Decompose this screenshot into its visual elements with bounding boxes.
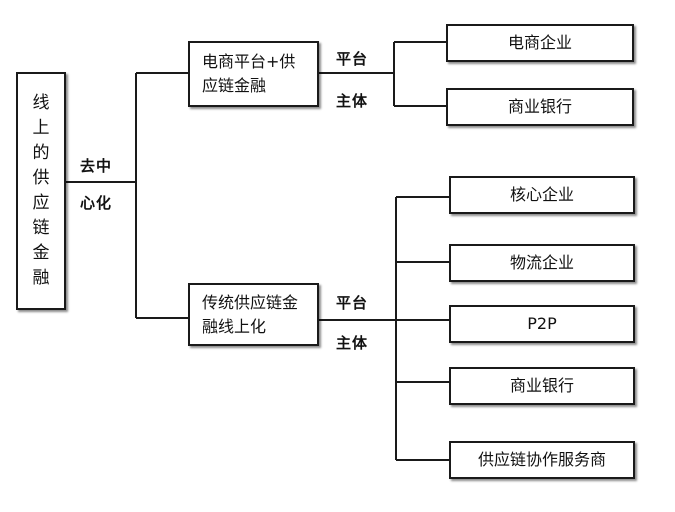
platform-model-node: 电商平台+供 应链金融 — [188, 41, 319, 107]
participant-label: 电商企业 — [507, 33, 572, 52]
participant-label: 核心企业 — [509, 185, 574, 204]
root-node: 线 上 的 供 应 链 金 融 — [16, 72, 66, 310]
branch-label-line1: 去中 — [80, 157, 113, 175]
participant-box: 商业银行 — [449, 367, 635, 405]
root-char: 的 — [32, 143, 50, 163]
root-char: 金 — [32, 243, 50, 263]
root-char: 供 — [32, 168, 50, 188]
traditional-model-title-line1: 传统供应链金 — [202, 292, 299, 312]
participant-box: 供应链协作服务商 — [449, 441, 635, 479]
participant-box: 物流企业 — [449, 244, 635, 282]
participant-box: P2P — [449, 305, 635, 343]
participant-box: 核心企业 — [449, 176, 635, 214]
root-char: 应 — [32, 193, 50, 213]
platform-model-title-line1: 电商平台+供 — [202, 52, 296, 71]
root-char: 线 — [32, 93, 50, 113]
participant-box: 电商企业 — [446, 24, 634, 62]
participant-label: 商业银行 — [509, 376, 574, 395]
root-char: 融 — [32, 268, 50, 288]
platform-model-label-line1: 平台 — [336, 50, 369, 68]
root-char: 链 — [32, 218, 50, 238]
branch-label-line2: 心化 — [80, 194, 113, 212]
participant-label: 供应链协作服务商 — [477, 450, 606, 469]
traditional-model-label-line2: 主体 — [336, 334, 369, 352]
traditional-model-label-line1: 平台 — [336, 294, 369, 312]
participant-box: 商业银行 — [446, 88, 634, 126]
platform-model-label-line2: 主体 — [336, 92, 369, 110]
participant-label: P2P — [527, 314, 557, 333]
participant-label: 商业银行 — [507, 97, 572, 116]
traditional-model-node: 传统供应链金 融线上化 — [188, 283, 319, 346]
traditional-model-title-line2: 融线上化 — [202, 316, 267, 336]
participant-label: 物流企业 — [509, 253, 574, 272]
root-char: 上 — [32, 118, 50, 138]
platform-model-title-line2: 应链金融 — [202, 76, 267, 95]
